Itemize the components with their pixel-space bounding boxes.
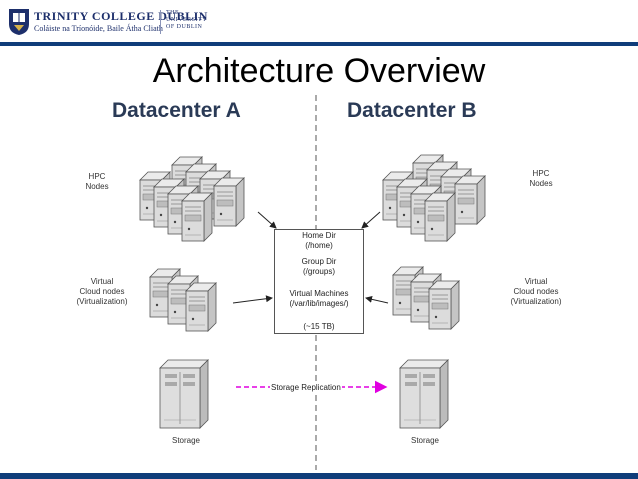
label-line: Home Dir [302,231,336,240]
label-line: (/groups) [302,267,335,276]
datacenter-a-title: Datacenter A [112,99,241,122]
cloud-b-arrow [365,295,389,304]
label-line: Virtual [90,277,114,286]
label-line: (/var/lib/images/) [289,299,349,308]
label-line: HPC [88,172,106,181]
cloud-nodes-a [149,268,217,332]
cloud-a-arrow [232,295,273,304]
hpc-cluster-a [139,156,245,242]
home-dir-label: Home Dir (/home) [275,231,363,251]
tcd-crest-icon [9,9,29,35]
label-line: Nodes [529,179,553,188]
storage-tower-a [159,359,209,429]
shared-storage-box: Home Dir (/home) Group Dir (/groups) Vir… [274,229,364,334]
virtual-machines-label: Virtual Machines (/var/lib/images/) [275,289,363,309]
storage-size-label: (~15 TB) [303,322,335,331]
cloud-nodes-label-a: Virtual Cloud nodes (Virtualization) [66,277,138,307]
cloud-nodes-b [392,266,460,330]
cloud-nodes-label-b: Virtual Cloud nodes (Virtualization) [500,277,572,307]
label-line: (Virtualization) [510,297,562,306]
storage-label-b: Storage [410,436,440,445]
label-line: HPC [532,169,550,178]
hpc-nodes-label-b: HPC Nodes [524,169,558,189]
label-line: (/home) [305,241,333,250]
university-line: UNIVERSITY [166,17,207,23]
footer-rule [0,473,638,479]
institution-name-irish: Coláiste na Tríonóide, Baile Átha Cliath [34,24,163,33]
hpc-b-arrow [361,211,381,229]
group-dir-label: Group Dir (/groups) [275,257,363,277]
hpc-a-arrow [257,211,277,229]
header-divider [160,10,161,34]
header-bar: TRINITY COLLEGE DUBLIN Coláiste na Tríon… [0,0,638,46]
university-label: THE UNIVERSITY OF DUBLIN [166,10,207,31]
label-line: (Virtualization) [76,297,128,306]
label-line: Virtual [524,277,548,286]
storage-tower-b [399,359,449,429]
slide-title: Architecture Overview [152,52,486,90]
label-line: Cloud nodes [513,287,559,296]
label-line: Virtual Machines [289,289,349,298]
storage-replication-label: Storage Replication [270,383,342,392]
storage-label-a: Storage [171,436,201,445]
label-line: Cloud nodes [79,287,125,296]
hpc-nodes-label-a: HPC Nodes [80,172,114,192]
university-line: OF DUBLIN [166,24,203,30]
label-line: Group Dir [301,257,337,266]
label-line: Nodes [85,182,109,191]
datacenter-b-title: Datacenter B [347,99,477,122]
hpc-cluster-b [382,154,486,242]
university-line: THE [166,10,180,16]
header-rule [0,42,638,46]
institution-name: TRINITY COLLEGE DUBLIN [34,9,208,23]
